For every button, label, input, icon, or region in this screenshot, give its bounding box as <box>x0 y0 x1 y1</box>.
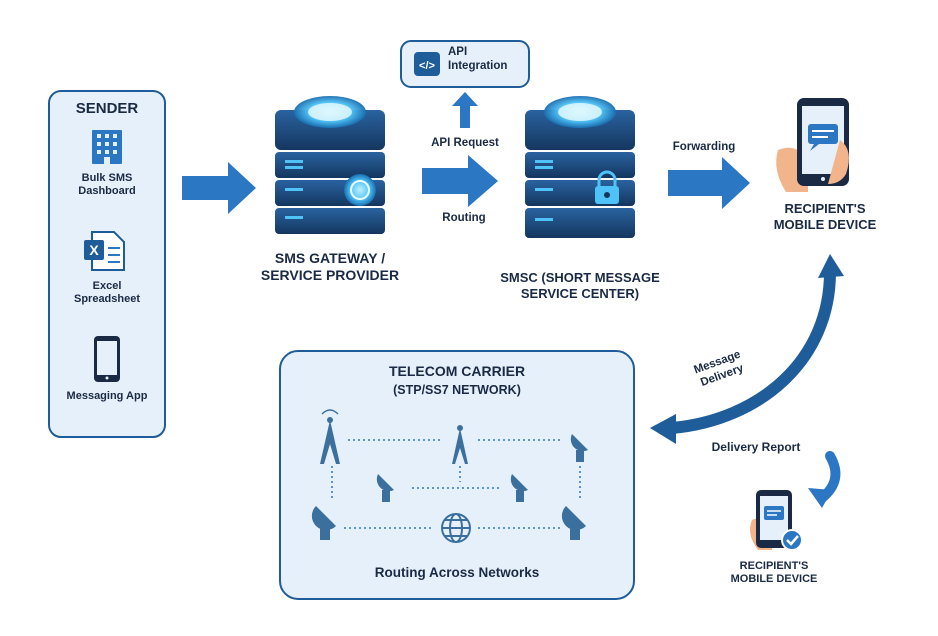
message-delivery-curved-arrow <box>666 266 836 434</box>
sender-title: SENDER <box>75 100 139 117</box>
check-badge-icon <box>781 529 803 551</box>
api-up-arrow <box>452 92 478 128</box>
telecom-network <box>331 439 581 529</box>
phone-icon <box>94 336 120 382</box>
sender-to-gateway-arrow <box>182 162 256 214</box>
edge-forwarding: Forwarding <box>672 141 736 153</box>
satellite-dish-icon <box>510 474 528 502</box>
smsc-to-recipient-arrow <box>668 157 750 209</box>
carrier-title: TELECOM CARRIER <box>388 363 526 379</box>
smsc-server-icon <box>525 96 635 238</box>
smsc-label: SMSC (SHORT MESSAGE SERVICE CENTER) <box>500 270 660 301</box>
carrier-subtitle: (STP/SS7 NETWORK) <box>393 383 521 397</box>
satellite-dish-icon <box>311 506 336 540</box>
recipient-phone-icon-bottom <box>750 490 803 551</box>
edge-routing: Routing <box>442 212 486 224</box>
recipient-bottom-label: RECIPIENT'S MOBILE DEVICE <box>730 560 818 586</box>
excel-file-icon: X <box>84 231 125 271</box>
carrier-footer: Routing Across Networks <box>374 565 540 580</box>
svg-text:</>: </> <box>419 60 435 72</box>
recipient-phone-icon-top <box>776 98 849 192</box>
arrowhead-up <box>818 254 844 278</box>
satellite-dish-icon <box>570 434 588 462</box>
cell-tower-icon <box>452 425 468 464</box>
satellite-dish-icon <box>561 506 586 540</box>
gateway-label: SMS GATEWAY / SERVICE PROVIDER <box>260 250 400 283</box>
globe-icon <box>441 513 471 543</box>
satellite-dish-icon <box>376 474 394 502</box>
api-integration-label: API Integration <box>448 46 508 72</box>
delivery-report-curved-arrow <box>808 451 841 508</box>
gateway-to-smsc-arrow <box>422 155 498 207</box>
code-icon: </> <box>414 52 440 76</box>
building-icon <box>92 130 122 164</box>
arrowhead-left <box>650 414 676 444</box>
sender-item-messaging-app: Messaging App <box>66 390 148 402</box>
recipient-top-label: RECIPIENT'S MOBILE DEVICE <box>773 201 877 232</box>
edge-api-request: API Request <box>431 137 499 149</box>
svg-text:X: X <box>89 242 99 258</box>
sender-item-bulk-sms: Bulk SMS Dashboard <box>78 172 136 198</box>
gateway-server-icon <box>275 96 385 234</box>
telecom-carrier-panel <box>279 350 635 600</box>
lock-icon <box>595 170 619 204</box>
cell-tower-icon <box>320 409 340 464</box>
sender-item-excel: Excel Spreadsheet <box>73 280 141 306</box>
edge-delivery-report: Delivery Report <box>711 440 801 454</box>
